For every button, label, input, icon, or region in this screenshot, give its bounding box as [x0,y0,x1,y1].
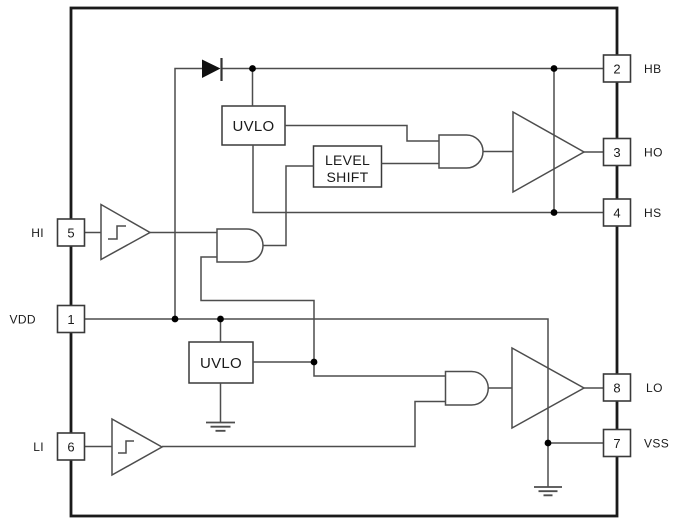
ho-and-gate [438,134,484,169]
junction-dot [550,65,558,72]
li-input-buffer [111,417,164,477]
ground-icon [206,421,235,432]
pin-number: 3 [613,145,620,160]
pin-number: 1 [67,312,74,327]
hi-input-buffer [100,203,152,261]
pin-box [56,304,86,334]
schmitt-symbol-icon [118,440,134,454]
pin-label: HS [644,206,661,220]
wiring [84,67,604,448]
ic-boundary [69,6,619,518]
diode-icon [202,59,221,78]
level-shift-input-wire [263,165,314,247]
level-shift-label-line2: SHIFT [327,169,369,185]
ground-symbol-uvlo-low [206,383,235,432]
pin-box [56,218,86,247]
uvlo-low-label: UVLO [200,355,242,372]
junction-dot [217,315,224,323]
pin-label: LI [33,440,44,454]
pin-vdd: 1 VDD [9,304,86,334]
pin-hi: 5 HI [31,218,86,247]
schmitt-symbol-icon [108,225,126,240]
pin-number: 5 [67,226,74,241]
uvlo-high-block [221,105,286,146]
junction-dot [171,315,179,323]
pin-box [602,373,632,402]
junction-dot [249,65,256,72]
uvlo-low-output-wire [253,361,446,377]
pin-hb: 2 HB [602,54,661,83]
pin-label: HO [644,146,663,160]
pin-lo: 8 LO [602,373,663,402]
li-buffer-output-wire [162,400,446,448]
pin-box [602,428,632,458]
pin-label: HB [644,62,661,76]
pin-number: 8 [613,381,620,396]
pin-ho: 3 HO [602,137,663,167]
hi-and-gate [216,228,264,263]
pin-number: 2 [613,62,620,77]
pin-label: VSS [644,437,669,451]
uvlo-high-output-wire [285,124,439,142]
lo-and-gate [444,370,489,406]
junction-dots [171,65,558,447]
pin-label: VDD [9,313,36,327]
uvlo-high-label: UVLO [232,118,274,135]
vdd-rail [84,318,549,443]
junction-dot [310,358,318,366]
pin-box [602,137,632,167]
bootstrap-anode-wire [174,67,202,319]
hi-and-lower-input-wire [200,256,315,362]
pin-label: LO [646,381,663,395]
level-shift-label-line1: LEVEL [325,152,370,168]
pin-li: 6 LI [33,432,86,461]
junction-dot [550,209,558,216]
pin-number: 6 [67,440,74,455]
pin-box [56,432,86,461]
ground-symbol-lo-driver [534,443,562,497]
ground-icon [534,486,562,497]
pin-label: HI [31,226,44,240]
pin-box [602,198,632,227]
ho-driver-triangle [512,110,586,194]
pin-hs: 4 HS [602,198,661,227]
pin-number: 4 [613,206,620,221]
pin-vss: 7 VSS [602,428,669,458]
hs-rail [252,145,604,214]
pin-box [602,54,632,83]
level-shift-box [312,145,383,188]
level-shift-block [312,145,383,188]
uvlo-high-box [221,105,286,146]
bootstrap-diode [202,58,223,81]
junction-dot [544,439,552,447]
pin-number: 7 [613,436,620,451]
